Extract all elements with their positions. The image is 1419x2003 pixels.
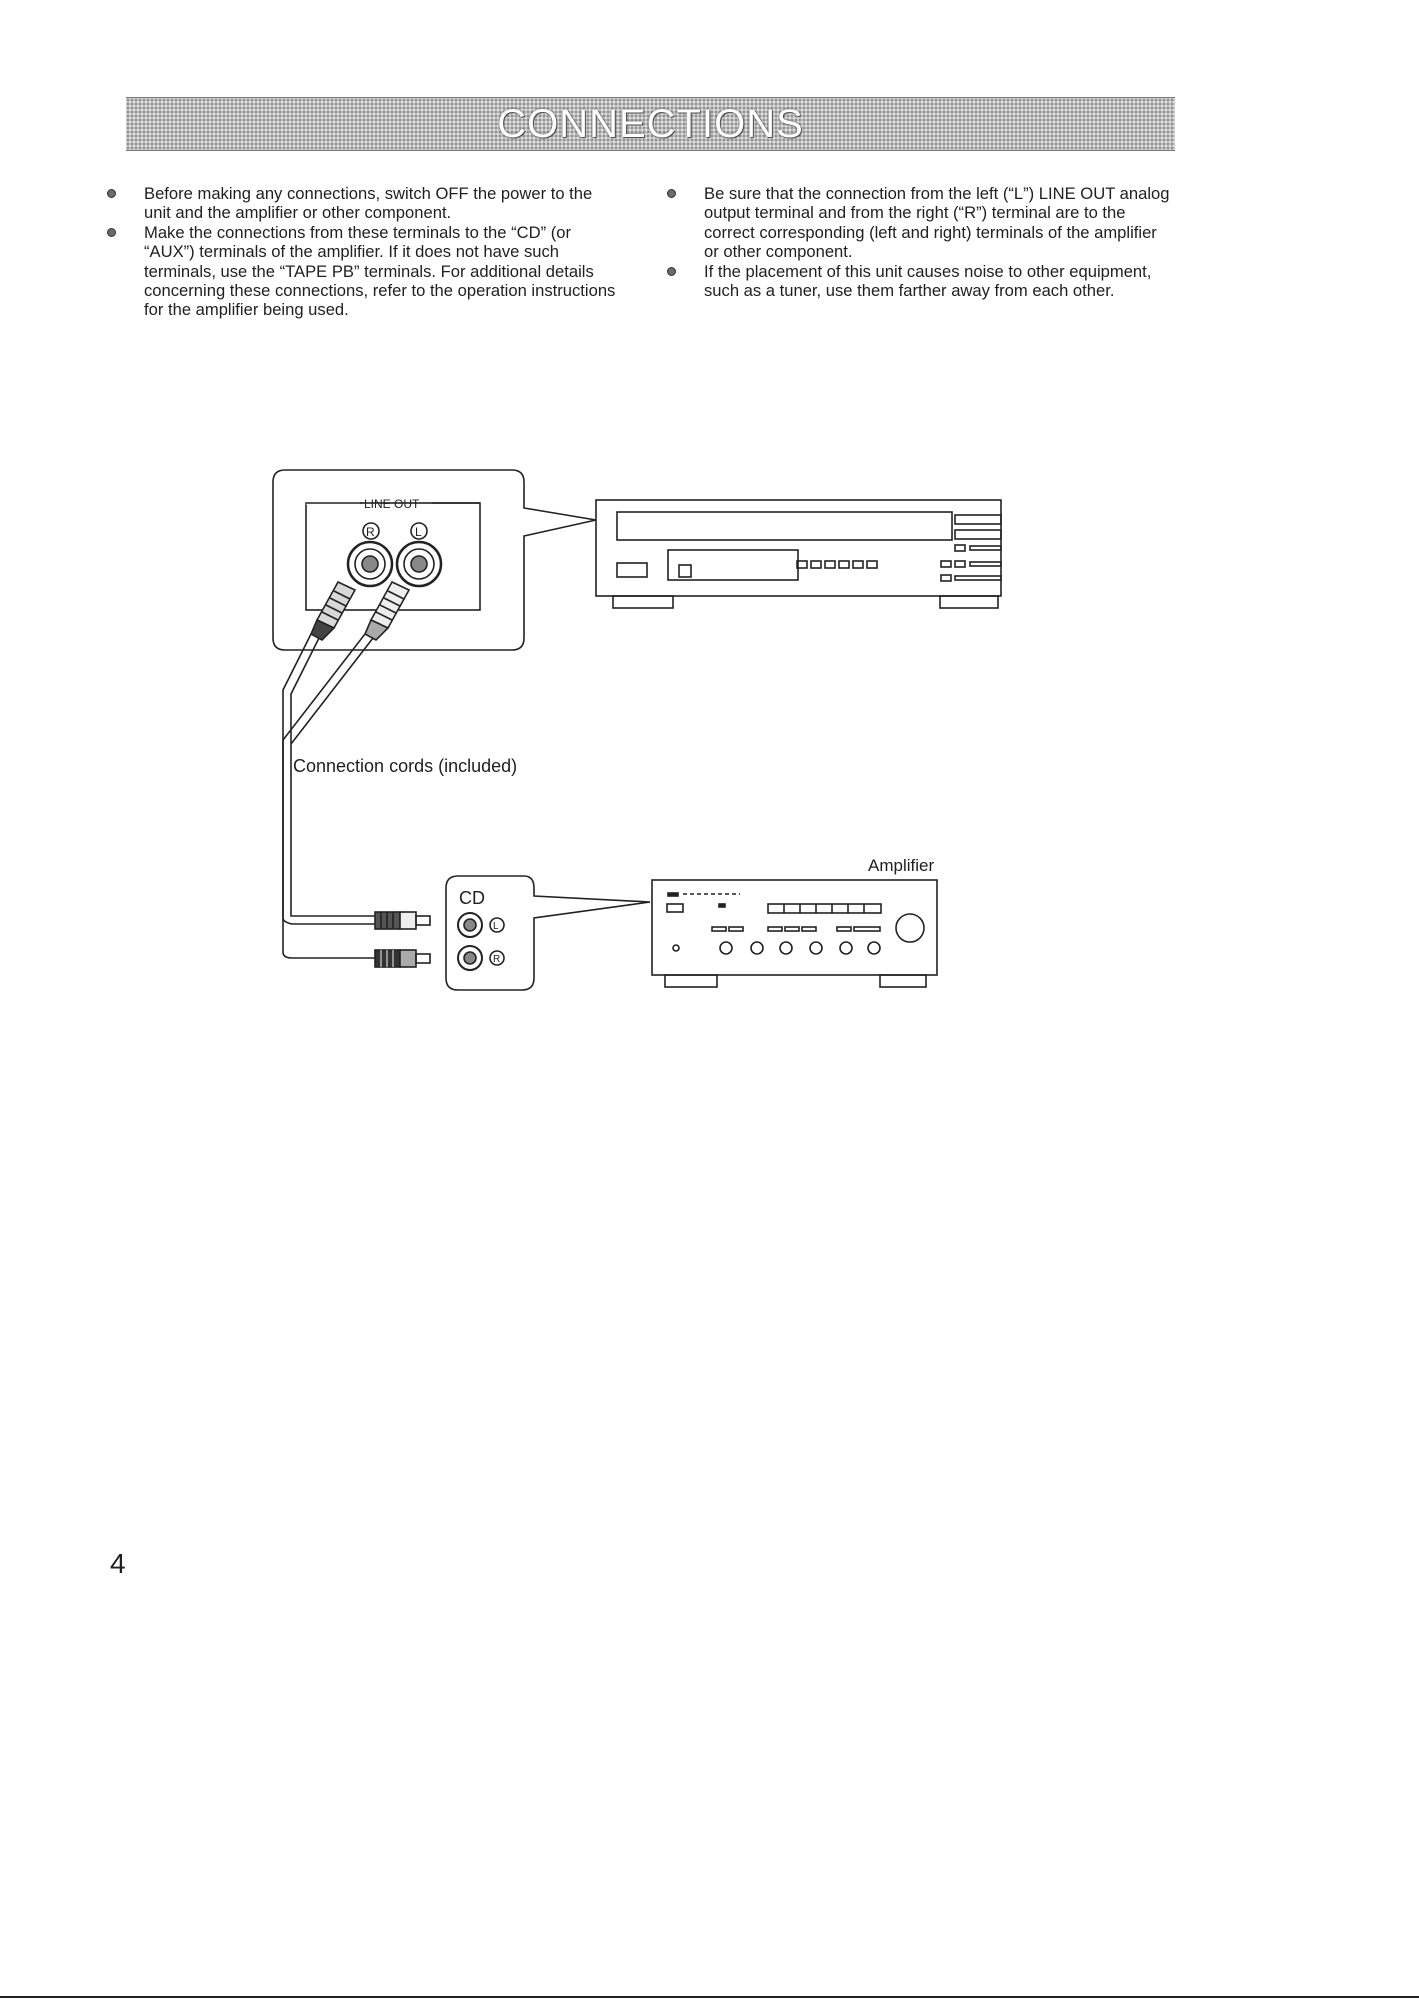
bullet-icon bbox=[667, 189, 676, 198]
cd-input-r-letter: R bbox=[493, 954, 500, 965]
instruction-item: Before making any connections, switch OF… bbox=[106, 184, 616, 223]
instruction-text: Before making any connections, switch OF… bbox=[144, 184, 593, 223]
rca-plug-icon bbox=[374, 911, 431, 930]
instruction-item: If the placement of this unit causes noi… bbox=[666, 262, 1176, 301]
cd-input-r-marker: R bbox=[489, 950, 505, 966]
bullet-icon bbox=[107, 227, 116, 237]
amplifier-label: Amplifier bbox=[868, 856, 935, 875]
line-out-r-marker: R bbox=[362, 522, 380, 540]
instruction-text: Be sure that the connection from the lef… bbox=[704, 184, 1170, 262]
cd-input-l-marker: L bbox=[489, 917, 505, 933]
bottom-divider bbox=[0, 1996, 1419, 1998]
bullet-icon bbox=[667, 266, 676, 276]
line-out-r-letter: R bbox=[366, 525, 375, 539]
line-out-l-marker: L bbox=[410, 522, 428, 540]
line-out-r-jack bbox=[346, 540, 394, 588]
amplifier-illustration bbox=[651, 879, 938, 988]
instruction-text: If the placement of this unit causes noi… bbox=[704, 261, 1152, 301]
rca-plug-icon bbox=[363, 580, 411, 641]
rca-plug-icon bbox=[374, 949, 431, 968]
line-out-l-jack bbox=[395, 540, 443, 588]
rca-plug-icon bbox=[309, 580, 357, 641]
connection-cord bbox=[282, 633, 375, 959]
page-number: 4 bbox=[110, 1548, 126, 1579]
instruction-text: Make the connections from these terminal… bbox=[144, 222, 616, 320]
instruction-item: Be sure that the connection from the lef… bbox=[666, 184, 1176, 262]
bullet-icon bbox=[107, 189, 116, 198]
connection-cords-label: Connection cords (included) bbox=[293, 756, 518, 776]
section-header-banner: CONNECTIONS bbox=[126, 97, 1175, 151]
cd-input-r-jack bbox=[457, 945, 483, 971]
cd-input-l-jack bbox=[457, 912, 483, 938]
cd-input-label: CD bbox=[459, 888, 485, 908]
cd-input-l-letter: L bbox=[493, 921, 499, 932]
line-out-callout bbox=[272, 469, 597, 651]
page-title: CONNECTIONS bbox=[497, 102, 804, 146]
cd-input-callout bbox=[445, 875, 651, 991]
left-instructions-column: Before making any connections, switch OF… bbox=[106, 184, 616, 320]
line-out-l-letter: L bbox=[415, 525, 422, 539]
instruction-item: Make the connections from these terminal… bbox=[106, 223, 616, 320]
line-out-label: LINE OUT bbox=[364, 497, 420, 511]
right-instructions-column: Be sure that the connection from the lef… bbox=[666, 184, 1176, 300]
cd-player-illustration bbox=[595, 499, 1002, 609]
